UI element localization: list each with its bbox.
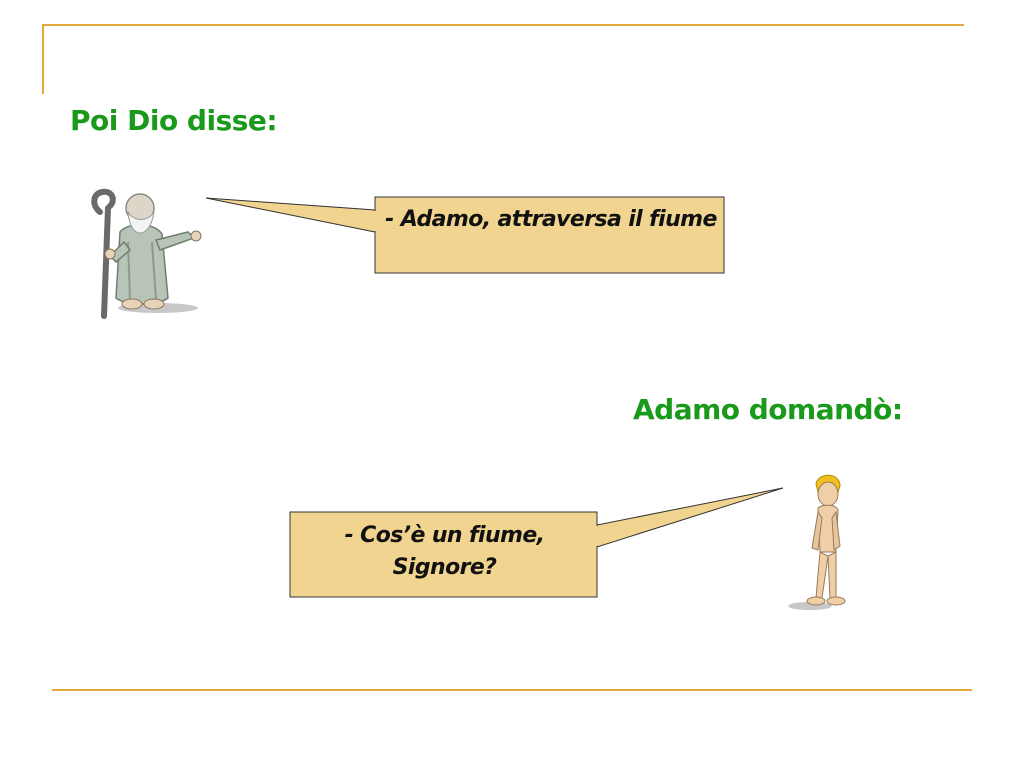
- god-speech-bubble: [205, 196, 725, 274]
- god-heading: Poi Dio disse:: [70, 104, 278, 137]
- bottom-accent-line: [52, 689, 972, 691]
- old-man-with-staff-icon: [91, 188, 202, 319]
- adam-heading: Adamo domandò:: [633, 393, 903, 426]
- top-accent-line: [42, 24, 964, 26]
- standing-man-icon: [788, 474, 846, 610]
- adam-speech-bubble: [289, 487, 784, 598]
- god-speech-text: - Adamo, attraversa il fiume: [385, 207, 717, 232]
- left-accent-line: [42, 24, 44, 94]
- adam-speech-text: - Cos’è un fiume, Signore?: [344, 523, 545, 580]
